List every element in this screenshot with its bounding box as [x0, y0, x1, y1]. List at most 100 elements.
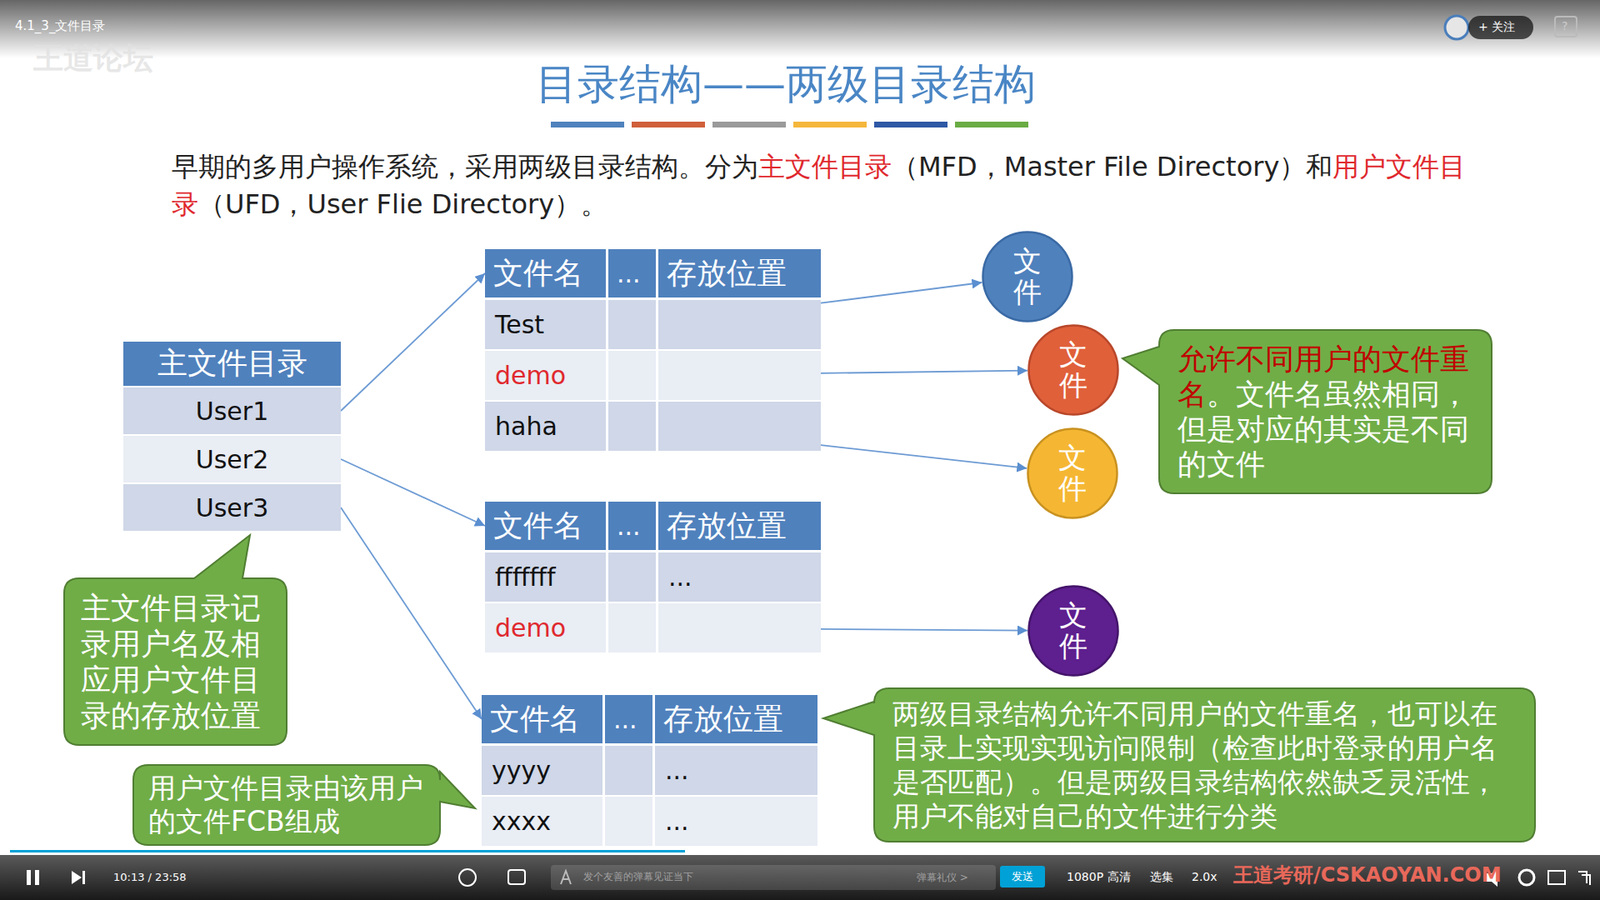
table-header-text: 主文件目录	[157, 343, 308, 385]
table-cell	[605, 745, 653, 795]
speed-button: 2.0x	[1191, 870, 1218, 885]
user-entry: User1	[123, 387, 341, 435]
pause-icon	[35, 870, 40, 885]
table-cell-text: Test	[495, 310, 545, 340]
video-title: 4.1_3_文件目录	[15, 18, 105, 34]
callout-bubble: 允许不同用户的文件重名。文件名虽然相同，但是对应的其实是不同的文件	[1159, 330, 1492, 494]
table-header-cell: 存放位置	[658, 249, 821, 298]
font-icon	[560, 870, 571, 885]
file-entry: fffffff...	[485, 552, 821, 602]
table-cell	[658, 603, 821, 653]
table-header-text: ...	[616, 511, 641, 541]
table-cell	[658, 300, 821, 350]
widescreen-icon	[1548, 870, 1565, 885]
help-box	[1555, 16, 1577, 37]
table-header-cell: 主文件目录	[123, 341, 341, 386]
user-directory-table: 文件名...存放位置 Test demo haha	[485, 249, 821, 451]
file-entry: demo	[485, 350, 821, 400]
master-directory-table: 主文件目录User1User2User3	[123, 341, 341, 531]
title-bar	[793, 121, 867, 128]
circle-text: 文件	[1058, 442, 1087, 505]
avatar-icon	[1445, 15, 1469, 40]
intro-text-part: （MFD，Master File Directory）和	[891, 150, 1333, 183]
circle-outline	[1028, 429, 1118, 519]
table-cell	[608, 603, 656, 653]
file-entry: yyyy...	[481, 745, 818, 795]
file-entry: demo	[485, 603, 821, 653]
title-bar	[631, 121, 705, 128]
callout-bubble: 主文件目录记录用户名及相应用户文件目录的存放位置	[64, 578, 287, 745]
pause-icon	[26, 870, 31, 885]
table-cell: haha	[485, 401, 606, 451]
quality-button: 1080P 高清	[1066, 870, 1131, 885]
table-cell-text: fffffff	[495, 562, 556, 592]
danmaku-etiquette: 弹幕礼仪 >	[916, 871, 969, 884]
circle-text: 文件	[1059, 339, 1088, 402]
table-cell-text: xxxx	[491, 806, 551, 836]
table-cell-text: haha	[495, 411, 558, 441]
intro-term: 主文件目录	[758, 150, 892, 183]
connector-arrow	[820, 629, 1028, 631]
table-header-cell: 文件名	[481, 695, 603, 744]
table-header-cell: ...	[608, 501, 656, 550]
next-icon	[82, 870, 85, 885]
table-cell	[608, 401, 656, 451]
progress-track	[10, 850, 1590, 853]
table-header-text: 存放位置	[666, 253, 787, 295]
table-header-cell: 存放位置	[658, 501, 821, 550]
top-shade	[0, 0, 1600, 59]
table-header-text: 存放位置	[666, 505, 787, 547]
callout-outline	[823, 688, 1535, 842]
follow-button: + 关注	[1478, 20, 1515, 35]
table-cell	[658, 350, 821, 400]
danmaku-icon	[459, 869, 476, 886]
circle-outline	[1029, 586, 1119, 676]
callout-text: 用户文件目录由该用户的文件FCB组成	[148, 771, 425, 839]
table-header-text: 存放位置	[663, 699, 784, 740]
file-circle: 文件	[981, 230, 1074, 323]
table-header-cell: ...	[608, 249, 656, 298]
file-entry: Test	[485, 300, 821, 350]
table-cell-text: ...	[668, 562, 693, 592]
circle-text: 文件	[1059, 600, 1088, 663]
table-header-cell: 文件名	[485, 249, 606, 298]
table-cell	[608, 350, 656, 400]
table-cell: fffffff	[485, 552, 606, 602]
site-watermark: 王道考研/CSKAOYAN.COM	[1233, 863, 1502, 888]
table-cell-text: yyyy	[491, 755, 551, 785]
follow-pill	[1468, 15, 1534, 40]
file-circle: 文件	[1027, 324, 1120, 416]
progress-played	[10, 850, 685, 853]
table-cell: ...	[658, 552, 821, 602]
table-cell	[605, 796, 653, 846]
callout-bubble: 用户文件目录由该用户的文件FCB组成	[133, 765, 440, 845]
table-cell-text: ...	[665, 806, 690, 836]
table-cell-text: demo	[495, 613, 566, 643]
danmaku-placeholder: 发个友善的弹幕见证当下	[583, 870, 694, 883]
file-entry: haha	[485, 401, 821, 451]
title-bar	[955, 121, 1029, 128]
fullscreen-icon	[1578, 871, 1590, 885]
file-entry: xxxx...	[481, 796, 818, 846]
table-cell: yyyy	[481, 745, 603, 795]
intro-text: 早期的多用户操作系统，采用两级目录结构。分为主文件目录（MFD，Master F…	[171, 148, 1472, 224]
table-header-text: 文件名	[493, 253, 584, 295]
channel-watermark: 王道论坛	[33, 40, 154, 76]
callout-outline	[1122, 330, 1492, 494]
table-cell: xxxx	[481, 796, 603, 846]
title-bar	[712, 121, 786, 128]
table-header-text: ...	[613, 705, 638, 735]
slide-title: 目录结构——两级目录结构	[369, 58, 1203, 110]
table-cell: ...	[655, 745, 818, 795]
user-entry: User3	[123, 484, 341, 531]
user-directory-table: 文件名...存放位置yyyy...xxxx...	[481, 695, 818, 846]
table-header-text: 文件名	[490, 699, 580, 740]
user-name: User3	[195, 493, 269, 523]
callout-outline	[133, 765, 475, 845]
callout-text: 允许不同用户的文件重名。文件名虽然相同，但是对应的其实是不同的文件	[1177, 341, 1474, 482]
table-cell: demo	[485, 603, 606, 653]
title-bar	[874, 121, 948, 128]
circle-outline	[983, 232, 1073, 322]
user-name: User2	[195, 445, 269, 475]
